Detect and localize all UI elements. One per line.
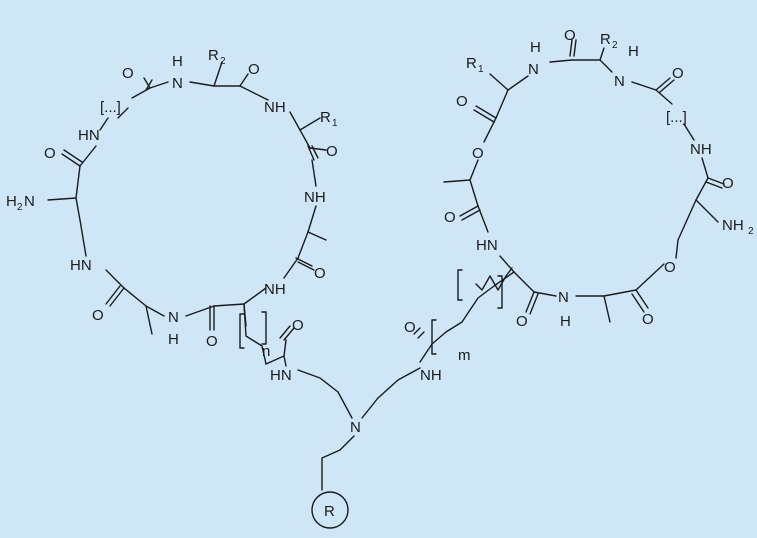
- atom-label: O: [404, 319, 416, 336]
- atom-subscript: 1: [332, 118, 338, 129]
- linker-bonds: [239, 267, 515, 491]
- right-ring-bonds: [443, 39, 725, 323]
- atom-label: N: [24, 193, 35, 210]
- atom-subscript: 1: [478, 64, 484, 75]
- atom-label: H: [560, 313, 571, 330]
- atom-label: NH: [690, 141, 712, 158]
- atom-label: O: [564, 27, 576, 44]
- atom-subscript: n: [262, 343, 270, 360]
- atom-label: H: [172, 53, 183, 70]
- atom-label: O: [314, 265, 326, 282]
- atom-subscript: 2: [748, 226, 754, 237]
- atom-label: O: [722, 175, 734, 192]
- atom-label: R: [320, 109, 331, 126]
- right-macrocycle: R 1 H N O R 2 H N O O [...] O NH O O NH …: [443, 27, 754, 330]
- atom-label: HN: [270, 367, 292, 384]
- atom-label: R: [208, 47, 219, 64]
- atom-label: NH: [264, 99, 286, 116]
- atom-label: O: [206, 333, 218, 350]
- atom-label: O: [472, 145, 484, 162]
- left-ring-bonds: [47, 61, 327, 335]
- atom-label: O: [326, 143, 338, 160]
- atom-label: N: [350, 419, 361, 436]
- atom-label: H: [6, 193, 17, 210]
- bracket-label: [...]: [666, 109, 687, 126]
- atom-label: HN: [78, 127, 100, 144]
- atom-label: HN: [476, 237, 498, 254]
- atom-label: N: [172, 75, 183, 92]
- atom-label: N: [168, 309, 179, 326]
- atom-label: R: [466, 55, 477, 72]
- left-macrocycle: O H N R 2 O [...] HN NH R 1 O O H 2 N NH…: [6, 47, 338, 350]
- atom-label: N: [528, 61, 539, 78]
- atom-label: H: [530, 39, 541, 56]
- atom-label: O: [456, 93, 468, 110]
- atom-label: H: [628, 43, 639, 60]
- atom-label: O: [122, 65, 134, 82]
- atom-subscript: 2: [220, 56, 226, 67]
- atom-label: O: [444, 209, 456, 226]
- atom-subscript: 2: [612, 40, 618, 51]
- atom-label: NH: [722, 217, 744, 234]
- atom-label: NH: [264, 281, 286, 298]
- atom-subscript: 2: [17, 202, 23, 213]
- atom-label: N: [558, 289, 569, 306]
- atom-label: O: [672, 65, 684, 82]
- r-group-circle: [311, 491, 349, 529]
- atom-label: N: [614, 73, 625, 90]
- atom-label: O: [292, 317, 304, 334]
- atom-label: O: [92, 307, 104, 324]
- atom-label: O: [516, 313, 528, 330]
- atom-label: R: [600, 31, 611, 48]
- atom-label: O: [248, 61, 260, 78]
- atom-label: NH: [420, 367, 442, 384]
- left-ring-labels: O H N R 2 O [...] HN NH R 1 O O H 2 N NH…: [6, 47, 338, 350]
- right-ring-labels: R 1 H N O R 2 H N O O [...] O NH O O NH …: [444, 27, 754, 330]
- atom-label: NH: [304, 189, 326, 206]
- atom-subscript: m: [458, 347, 471, 364]
- atom-label: O: [642, 311, 654, 328]
- r-group-label: R: [324, 503, 335, 520]
- atom-label: O: [664, 259, 676, 276]
- atom-label: H: [168, 331, 179, 348]
- atom-label: HN: [70, 257, 92, 274]
- r-group: R: [311, 491, 349, 529]
- linker-labels: O n HN O m NH N: [262, 317, 471, 436]
- atom-label: O: [44, 145, 56, 162]
- linker: O n HN O m NH N R: [239, 267, 515, 529]
- bracket-label: [...]: [100, 99, 121, 116]
